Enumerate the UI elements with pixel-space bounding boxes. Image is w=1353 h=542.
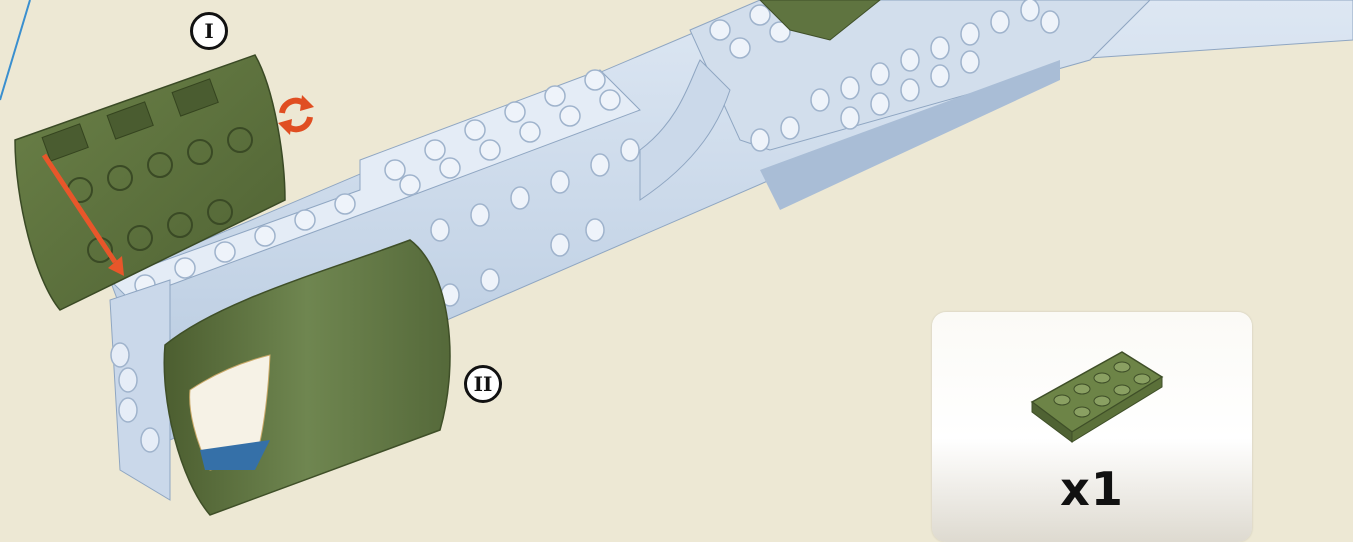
rotate-arrows-icon bbox=[278, 95, 314, 135]
parts-list-box: x1 bbox=[932, 312, 1252, 542]
guide-line bbox=[0, 0, 30, 100]
green-2x4-plate-icon bbox=[1027, 342, 1167, 452]
part-quantity: x1 bbox=[932, 462, 1252, 516]
step-marker-1: I bbox=[190, 12, 228, 50]
step-marker-2: II bbox=[464, 365, 502, 403]
